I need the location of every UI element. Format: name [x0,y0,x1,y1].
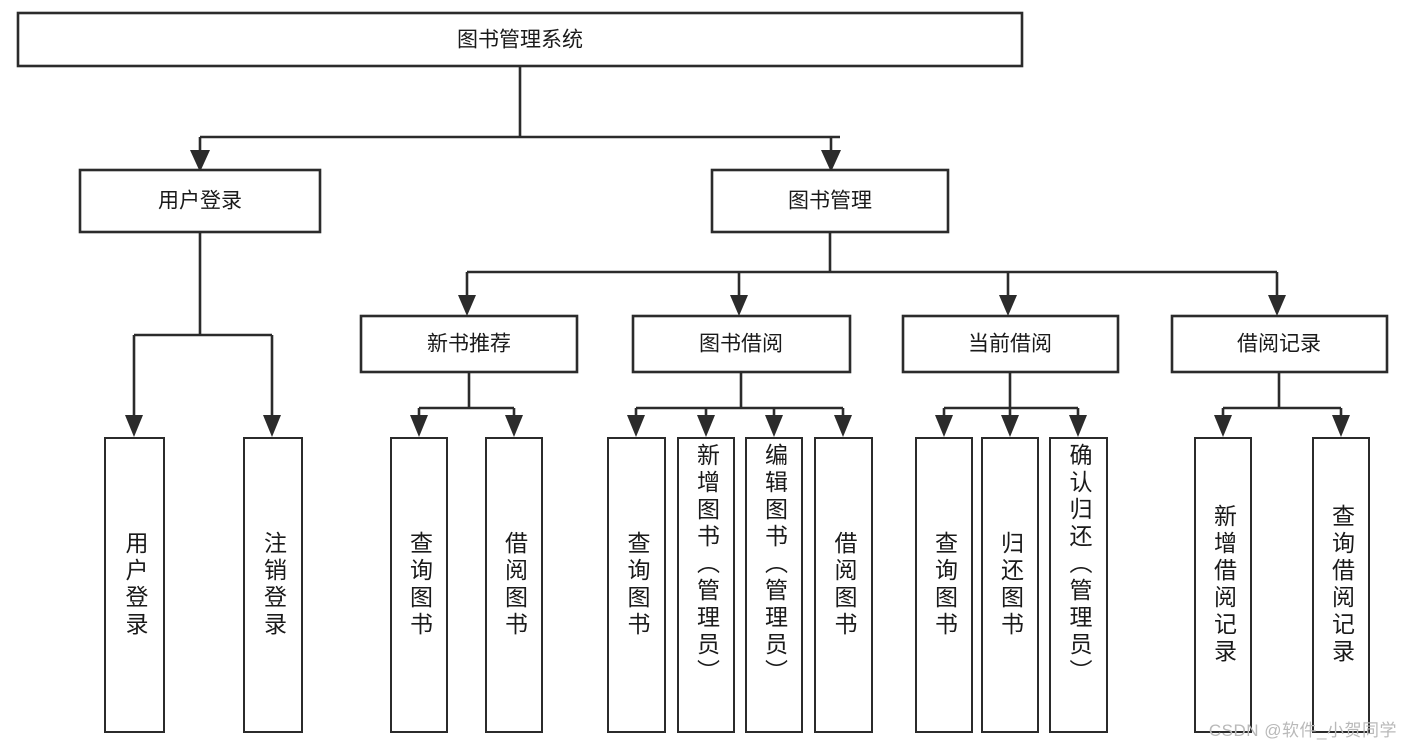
leaf-node-label: 注销登录 [260,531,287,639]
arrow-head-icon [125,415,143,437]
leaf-node-query-book-current[interactable]: 查询图书 [915,437,973,733]
leaf-node-label: 借阅图书 [501,531,528,639]
arrow-head-icon [1332,415,1350,437]
leaf-node-label: 查询图书 [406,531,433,639]
arrow-head-icon [999,295,1017,316]
leaf-node-label: 编辑图书（管理员） [761,443,788,686]
connectors-root-to-level2 [190,66,841,172]
arrow-head-icon [730,295,748,316]
arrow-head-icon [935,415,953,437]
leaf-node-label: 用户登录 [122,531,148,639]
node-book-borrow[interactable]: 图书借阅 [631,314,852,374]
leaf-node-label: 借阅图书 [831,531,857,639]
node-current-borrow[interactable]: 当前借阅 [901,314,1120,374]
arrow-head-icon [821,150,841,172]
leaf-node-borrow-book[interactable]: 借阅图书 [814,437,873,733]
node-new-book-recommend[interactable]: 新书推荐 [359,314,579,374]
leaf-node-edit-book-admin[interactable]: 编辑图书（管理员） [745,437,803,733]
arrow-head-icon [834,415,852,437]
arrow-head-icon [505,415,523,437]
arrow-head-icon [1214,415,1232,437]
node-user-login[interactable]: 用户登录 [78,168,322,234]
arrow-head-icon [1001,415,1019,437]
connectors-borrow-to-leaves [627,372,852,437]
arrow-head-icon [190,150,210,172]
arrow-head-icon [1069,415,1087,437]
leaf-node-query-book-borrow[interactable]: 查询图书 [607,437,666,733]
leaf-node-borrow-book-newbook[interactable]: 借阅图书 [485,437,543,733]
node-user-login-box[interactable] [78,168,322,234]
leaf-node-logout[interactable]: 注销登录 [243,437,303,733]
leaf-node-confirm-return-admin[interactable]: 确认归还（管理员） [1049,437,1108,733]
node-root-label: 图书管理系统 [457,29,583,52]
leaf-node-label: 查询图书 [931,531,958,639]
node-book-management[interactable]: 图书管理 [710,168,950,234]
node-root-box[interactable] [16,11,1024,68]
node-borrow-records-label: 借阅记录 [1237,333,1321,356]
node-book-management-label: 图书管理 [788,190,872,213]
connectors-newbook-to-leaves [410,372,523,437]
node-book-borrow-box[interactable] [631,314,852,374]
node-current-borrow-label: 当前借阅 [968,333,1052,356]
node-current-borrow-box[interactable] [901,314,1120,374]
connectors-current-to-leaves [935,372,1087,437]
node-root-system[interactable]: 图书管理系统 [16,11,1024,68]
leaf-node-label: 新增图书（管理员） [693,443,720,686]
leaf-node-add-borrow-record[interactable]: 新增借阅记录 [1194,437,1252,733]
node-new-book-recommend-box[interactable] [359,314,579,374]
arrow-head-icon [410,415,428,437]
arrow-head-icon [627,415,645,437]
node-user-login-label: 用户登录 [158,190,242,213]
arrow-head-icon [697,415,715,437]
leaf-node-query-borrow-record[interactable]: 查询借阅记录 [1312,437,1370,733]
node-book-management-box[interactable] [710,168,950,234]
leaf-node-query-book-newbook[interactable]: 查询图书 [390,437,448,733]
arrow-head-icon [263,415,281,437]
connectors-user-login-to-leaves [125,232,281,437]
leaf-node-user-login[interactable]: 用户登录 [104,437,165,733]
node-new-book-recommend-label: 新书推荐 [427,333,511,356]
leaf-node-label: 查询借阅记录 [1328,504,1355,666]
connectors-records-to-leaves [1214,372,1350,437]
arrow-head-icon [765,415,783,437]
connectors-book-mgmt-to-level3 [458,232,1286,316]
leaf-node-label: 归还图书 [997,531,1024,639]
node-borrow-records[interactable]: 借阅记录 [1170,314,1389,374]
leaf-node-add-book-admin[interactable]: 新增图书（管理员） [677,437,735,733]
leaf-node-label: 新增借阅记录 [1210,504,1237,666]
leaf-node-label: 查询图书 [624,531,650,639]
arrow-head-icon [1268,295,1286,316]
leaf-node-label: 确认归还（管理员） [1066,443,1092,686]
leaf-node-return-book[interactable]: 归还图书 [981,437,1039,733]
arrow-head-icon [458,295,476,316]
node-borrow-records-box[interactable] [1170,314,1389,374]
node-book-borrow-label: 图书借阅 [699,333,783,356]
